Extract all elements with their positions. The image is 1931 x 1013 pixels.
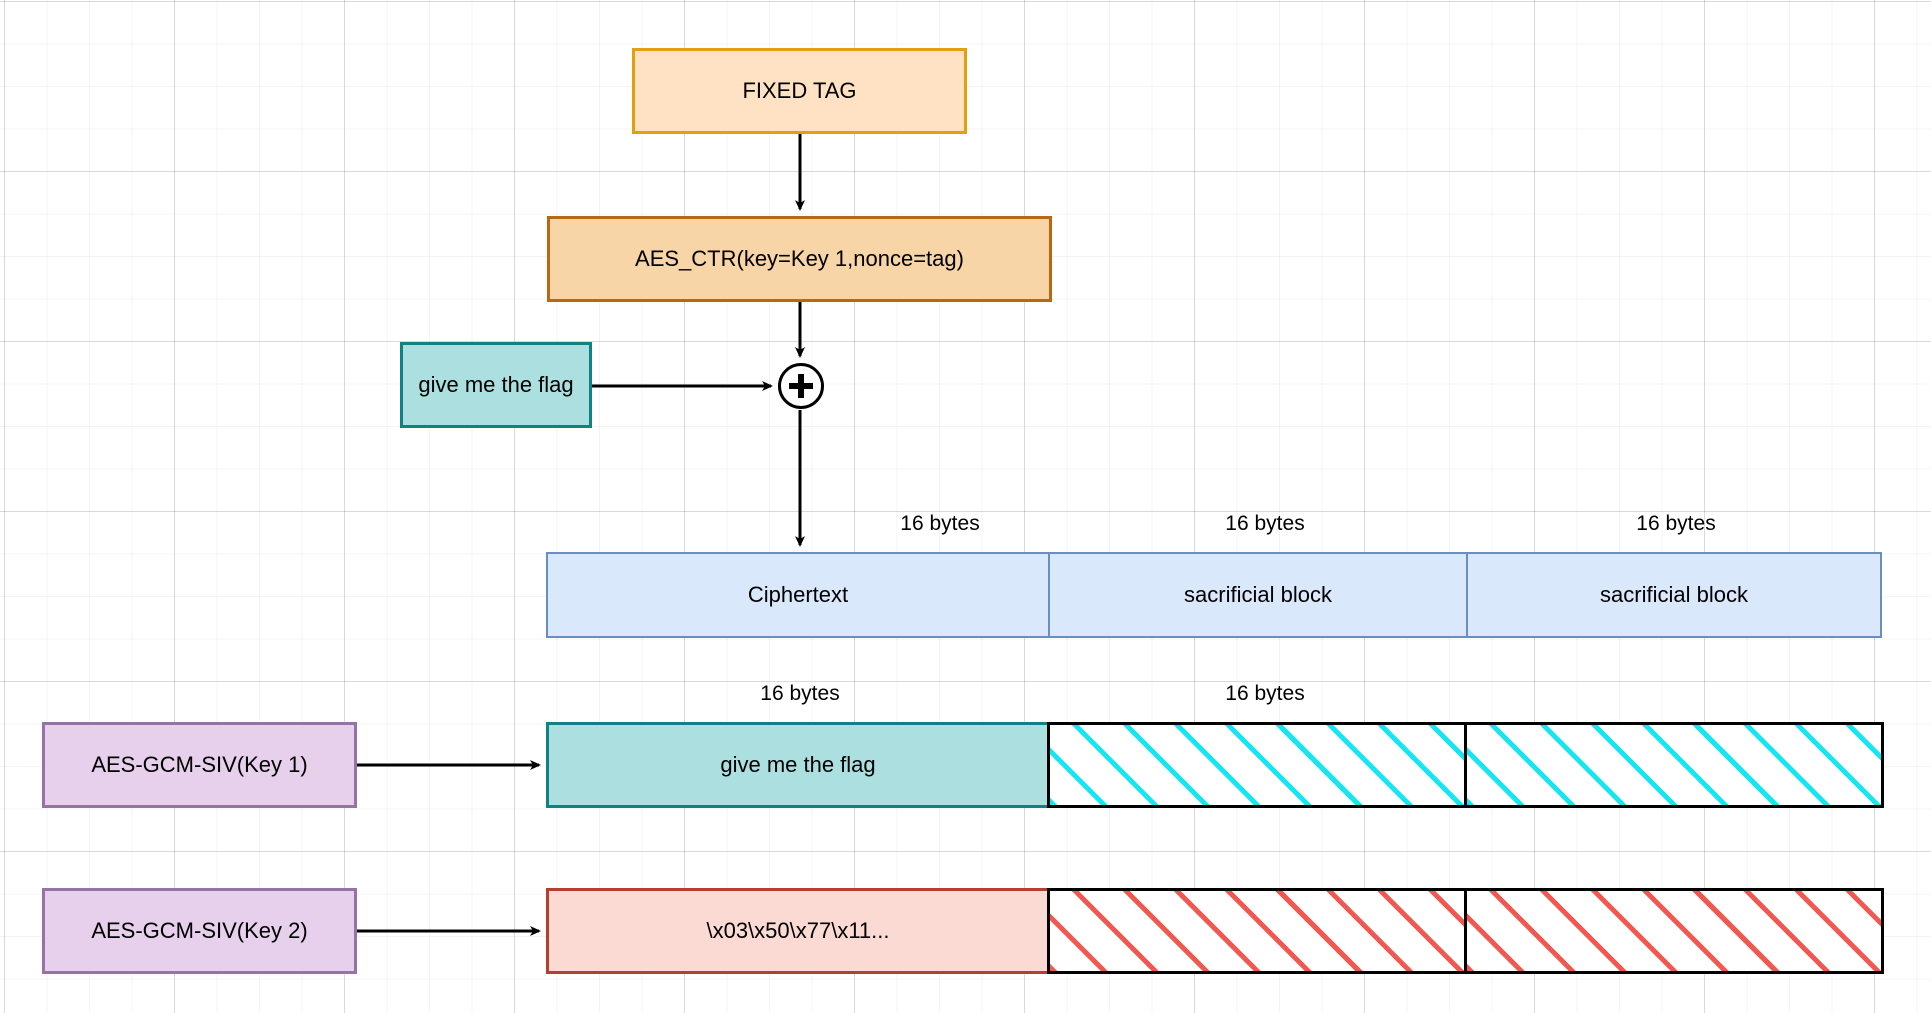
key1-cell-1-hatched[interactable] xyxy=(1047,722,1467,808)
key1-plaintext-strip: give me the flag xyxy=(546,722,1890,808)
aes-gcm-siv-key1-box[interactable]: AES-GCM-SIV(Key 1) xyxy=(42,722,357,808)
ciphertext-cell-1-label: sacrificial block xyxy=(1184,582,1332,607)
ciphertext-cell-1[interactable]: sacrificial block xyxy=(1048,552,1468,638)
key1-size-label-0: 16 bytes xyxy=(760,682,840,705)
key1-cell-2-hatched[interactable] xyxy=(1464,722,1884,808)
fixed-tag-box[interactable]: FIXED TAG xyxy=(632,48,967,134)
aes-ctr-box[interactable]: AES_CTR(key=Key 1,nonce=tag) xyxy=(547,216,1052,302)
key2-cell-1-hatched[interactable] xyxy=(1047,888,1467,974)
aes-gcm-siv-key1-label: AES-GCM-SIV(Key 1) xyxy=(91,751,308,777)
aes-ctr-label: AES_CTR(key=Key 1,nonce=tag) xyxy=(635,245,964,271)
key2-garbage-strip: \x03\x50\x77\x11... xyxy=(546,888,1890,974)
fixed-tag-label: FIXED TAG xyxy=(742,77,857,103)
ciphertext-cell-0-label: Ciphertext xyxy=(747,582,849,607)
ciphertext-cell-2[interactable]: sacrificial block xyxy=(1466,552,1882,638)
aes-gcm-siv-key2-box[interactable]: AES-GCM-SIV(Key 2) xyxy=(42,888,357,974)
key2-cell-0-label: \x03\x50\x77\x11... xyxy=(706,918,890,943)
ciphertext-cell-2-label: sacrificial block xyxy=(1600,582,1748,607)
xor-plus-vertical xyxy=(798,374,804,398)
ciphertext-cell-0[interactable]: Ciphertext xyxy=(546,552,1050,638)
ciphertext-strip: Ciphertext sacrificial block sacrificial… xyxy=(546,552,1884,638)
key2-cell-0[interactable]: \x03\x50\x77\x11... xyxy=(546,888,1050,974)
ciphertext-size-label-2: 16 bytes xyxy=(1636,512,1716,535)
xor-operator-icon xyxy=(778,363,824,409)
aes-gcm-siv-key2-label: AES-GCM-SIV(Key 2) xyxy=(91,917,308,943)
ciphertext-size-label-1: 16 bytes xyxy=(1225,512,1305,535)
plaintext-input-label: give me the flag xyxy=(418,371,574,397)
key2-cell-2-hatched[interactable] xyxy=(1464,888,1884,974)
key1-cell-0[interactable]: give me the flag xyxy=(546,722,1050,808)
plaintext-input-box[interactable]: give me the flag xyxy=(400,342,592,428)
ciphertext-size-label-0: 16 bytes xyxy=(900,512,980,535)
key1-cell-0-label: give me the flag xyxy=(720,752,876,777)
key1-size-label-1: 16 bytes xyxy=(1225,682,1305,705)
